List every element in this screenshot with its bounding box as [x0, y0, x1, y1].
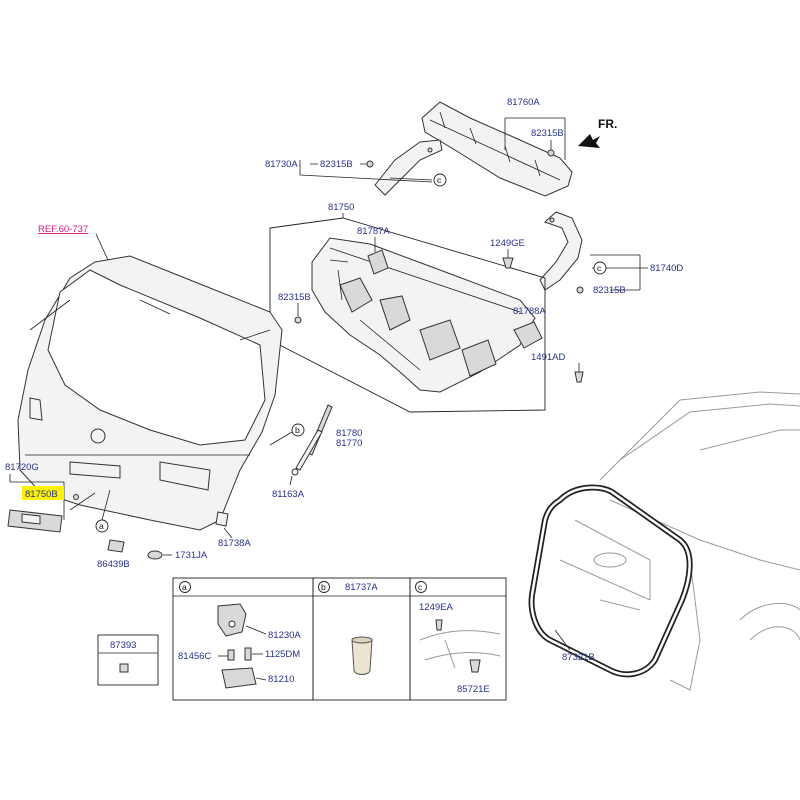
part-label-1731JA: 1731JA [175, 550, 208, 561]
detail-box-b: b 81737A [312, 577, 411, 701]
part-label-81456C: 81456C [178, 651, 211, 662]
part-label-87393: 87393 [110, 640, 136, 651]
part-label-81163A: 81163A [272, 489, 305, 500]
clip-icon [294, 316, 302, 324]
reference-label: REF.60-737 [38, 224, 88, 235]
part-label-1125DM: 1125DM [265, 649, 300, 660]
callout-a-letter: a [99, 521, 104, 531]
handle-cover-81788A-part [513, 321, 543, 349]
part-label-81750B: 81750B [25, 489, 58, 500]
plug-1731JA-icon [147, 550, 163, 560]
clip-icon [547, 149, 555, 157]
part-label-81770: 81770 [336, 438, 362, 449]
part-label-81210: 81210 [268, 674, 294, 685]
part-label-81720G: 81720G [5, 462, 39, 473]
part-label-81780: 81780 [336, 428, 362, 439]
part-label-82315B-left: 82315B [320, 159, 353, 170]
tailgate-upper-trim-part [421, 101, 573, 197]
latch-81230A-icon [217, 603, 247, 637]
part-label-87321B: 87321B [562, 652, 595, 663]
trim-clip-81787A-part [367, 249, 389, 275]
striker-81210-icon [221, 667, 257, 689]
highlight-marker [22, 486, 64, 500]
detail-box-a: a 81230A 81456C 1125DM 81210 [172, 577, 314, 701]
part-label-81737A: 81737A [345, 582, 378, 593]
part-label-1249EA: 1249EA [419, 602, 453, 613]
part-label-82315B-mid: 82315B [278, 292, 311, 303]
callout-c-letter: c [597, 263, 602, 273]
part-label-81760A: 81760A [507, 97, 540, 108]
part-label-81750: 81750 [328, 202, 354, 213]
callout-b-letter: b [295, 425, 300, 435]
clip-85721E-icon [469, 659, 481, 673]
bolt-icon [244, 647, 252, 661]
nut-87393-icon [119, 663, 129, 673]
front-direction-label: FR. [598, 117, 617, 131]
rear-garnish-lamp-part [7, 509, 63, 533]
weatherstrip-seal-part [528, 484, 693, 678]
part-label-81740D: 81740D [650, 263, 683, 274]
tailgate-left-side-trim-part [374, 139, 443, 196]
part-label-85721E: 85721E [457, 684, 490, 695]
detail-box-c: c 1249EA 85721E [409, 577, 507, 701]
plug-86439B-icon [107, 539, 125, 553]
part-label-1491AD: 1491AD [531, 352, 565, 363]
callout-c-marker [433, 173, 447, 187]
tailgate-outer-panel-part [17, 255, 283, 531]
bolt-icon [574, 371, 584, 383]
vehicle-rear-outline [559, 391, 800, 691]
callout-c-marker [593, 261, 607, 275]
detail-box-c-tag: c [418, 582, 423, 592]
part-label-82315B-right: 82315B [593, 285, 626, 296]
front-direction-arrow-icon [578, 134, 600, 148]
part-label-1249GE: 1249GE [490, 238, 525, 249]
part-label-82315B-top: 82315B [531, 128, 564, 139]
bolt-icon [227, 649, 235, 661]
clip-icon [366, 160, 374, 168]
bumper-81737A-icon [351, 639, 373, 675]
bolt-icon [435, 619, 443, 631]
gas-strut-part [291, 404, 333, 476]
detail-box-b-tag: b [321, 582, 326, 592]
callout-b-marker [291, 423, 305, 437]
callout-c-letter: c [437, 175, 442, 185]
screw-icon [73, 494, 79, 500]
tailgate-right-side-trim-part [539, 211, 583, 291]
detail-box-a-tag: a [182, 582, 187, 592]
bolt-icon [502, 257, 514, 269]
tailgate-inner-trim-panel-part [311, 237, 536, 393]
part-label-81730A: 81730A [265, 159, 298, 170]
clip-icon [576, 286, 584, 294]
part-label-81787A: 81787A [357, 226, 390, 237]
part-label-81788A: 81788A [513, 306, 546, 317]
part-label-81738A: 81738A [218, 538, 251, 549]
detail-box-87393: 87393 [97, 634, 159, 686]
part-label-81230A: 81230A [268, 630, 301, 641]
part-label-86439B: 86439B [97, 559, 130, 570]
bumper-stop-icon [215, 511, 229, 527]
